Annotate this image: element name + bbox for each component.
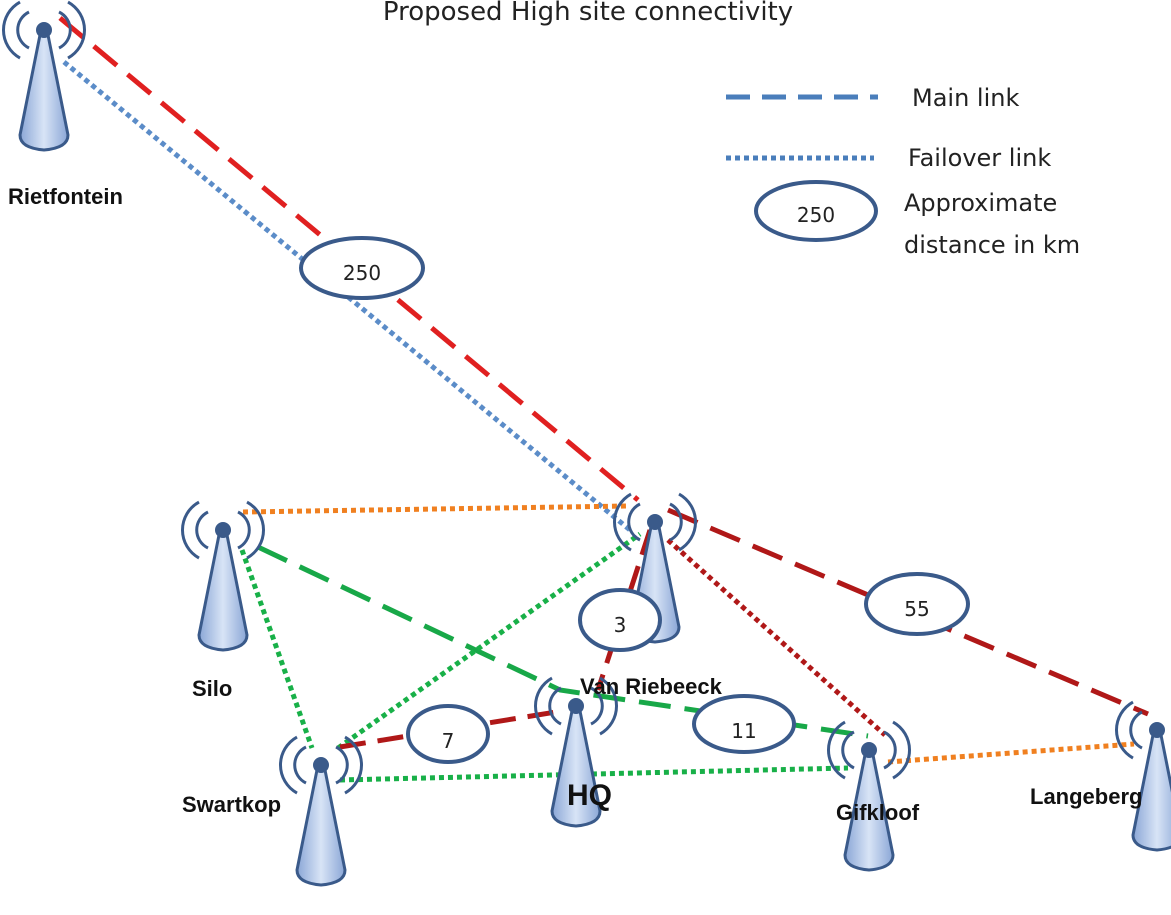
legend: Main link Failover link 250 Approximate … (726, 84, 1080, 259)
link-failover-swartkop-vanriebeeck (336, 531, 642, 751)
site-label-langeberg: Langeberg (1030, 784, 1142, 809)
site-label-rietfontein: Rietfontein (8, 184, 123, 209)
site-label-gifkloof: Gifkloof (836, 800, 920, 825)
distance-label: 11 (731, 719, 756, 743)
distance-badge-swartkop-hq: 7 (406, 704, 490, 764)
site-label-hq: HQ (567, 779, 612, 812)
distance-label: 55 (904, 597, 929, 621)
legend-main-link-label: Main link (912, 84, 1019, 112)
tower-icon-rietfontein (1, 0, 87, 152)
link-failover-silo-swartkop (239, 549, 315, 749)
distance-label: 250 (343, 261, 381, 285)
distance-badge-rietfontein-vanriebeeck: 250 (299, 236, 425, 300)
distance-badge-hq-gifkloof: 11 (692, 694, 796, 754)
tower-icon-gifkloof (826, 720, 912, 872)
site-label-silo: Silo (192, 676, 232, 701)
link-failover-rietfontein-vanriebeeck (62, 60, 632, 532)
tower-icon-swartkop (278, 735, 364, 887)
link-failover-vanriebeeck-gifkloof (666, 538, 887, 737)
legend-distance-label-line2: distance in km (904, 231, 1080, 259)
tower-icon-langeberg (1114, 700, 1171, 852)
legend-failover-link-label: Failover link (908, 144, 1051, 172)
distance-label: 7 (442, 729, 455, 753)
link-failover-gifkloof-langeberg (887, 741, 1135, 765)
site-label-van-riebeeck: Van Riebeeck (580, 674, 723, 699)
legend-distance-label-line1: Approximate (904, 189, 1057, 217)
distance-badge-vanriebeeck-langeberg: 55 (864, 572, 970, 636)
distance-label: 3 (614, 613, 627, 637)
legend-distance-sample: 250 (797, 203, 835, 227)
diagram-title: Proposed High site connectivity (383, 0, 793, 27)
link-failover-silo-vanriebeeck (242, 503, 629, 515)
distance-badge-vanriebeeck-hq: 3 (578, 588, 662, 652)
site-label-swartkop: Swartkop (182, 792, 281, 817)
legend-distance-swatch (754, 180, 878, 242)
